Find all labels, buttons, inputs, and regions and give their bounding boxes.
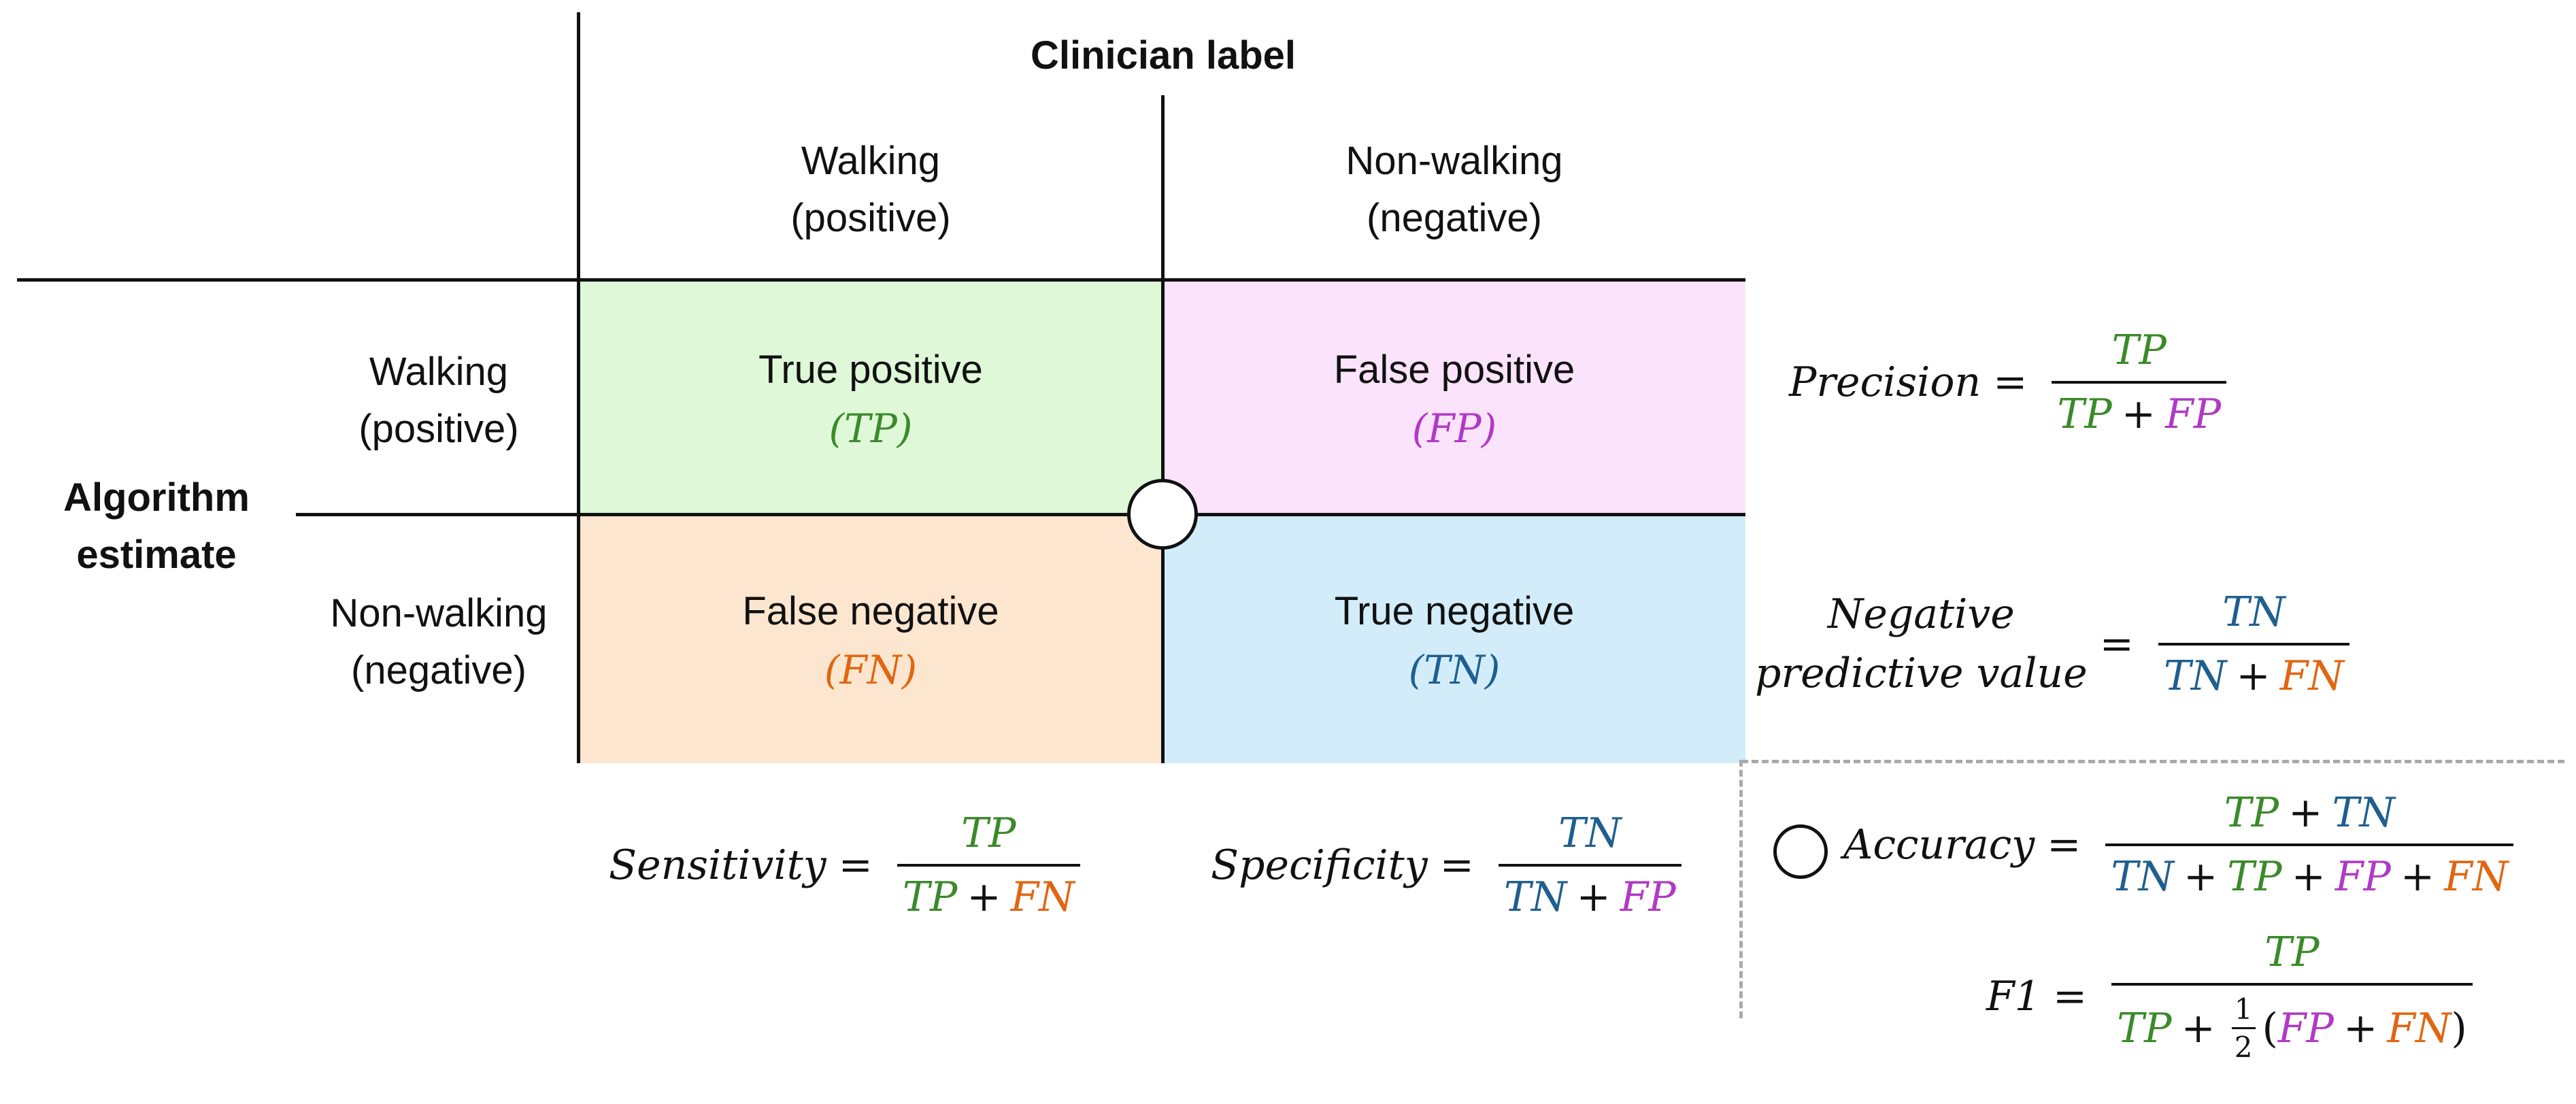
tn-abbr: (TN) <box>1408 647 1501 693</box>
cell-label-fn: False negative (FN) <box>578 582 1163 700</box>
cell-false-positive <box>1163 280 1745 515</box>
sensitivity-formula: Sensitivity = TP TP+FN <box>609 809 1080 921</box>
f1-name: F1 <box>1986 972 2041 1020</box>
row-header-walking: Walking (positive) <box>358 350 519 452</box>
cell-true-positive <box>578 280 1163 515</box>
tp-abbr: (TP) <box>829 405 913 452</box>
precision-name: Precision <box>1789 358 1981 406</box>
divider-center-vertical <box>1161 95 1165 763</box>
specificity-formula: Specificity = TN TN+FP <box>1211 809 1682 921</box>
one-half-fraction: 1 2 <box>2231 992 2256 1064</box>
row-axis-title: Algorithm estimate <box>63 475 250 578</box>
f1-formula: F1 = TP TP+ 1 2 (FP+FN) <box>1986 929 2473 1064</box>
npv-formula: Negative predictive value = TN TN+FN <box>1755 585 2349 703</box>
divider-middle-horizontal <box>296 513 1745 516</box>
accuracy-formula: Accuracy = TP+TN TN+TP+FP+FN <box>1843 789 2514 901</box>
cell-true-negative <box>1163 515 1745 763</box>
divider-left-vertical <box>577 12 580 763</box>
accuracy-circle-marker <box>1127 479 1198 550</box>
cell-label-fp: False positive (FP) <box>1163 340 1745 458</box>
column-axis-title: Clinician label <box>1031 33 1296 78</box>
accuracy-legend-circle <box>1773 824 1828 879</box>
cell-label-tn: True negative (TN) <box>1163 582 1745 700</box>
dashed-divider-vertical <box>1739 760 1743 1018</box>
cell-label-tp: True positive (TP) <box>578 340 1163 458</box>
cell-false-negative <box>578 515 1163 763</box>
column-header-walking: Walking (positive) <box>790 139 951 241</box>
sensitivity-name: Sensitivity <box>609 841 826 889</box>
divider-top-horizontal <box>17 278 1745 282</box>
accuracy-name: Accuracy <box>1843 821 2035 869</box>
precision-formula: Precision = TP TP+FP <box>1789 327 2227 438</box>
column-header-non-walking: Non-walking (negative) <box>1345 139 1563 241</box>
npv-name: Negative predictive value <box>1755 590 2088 697</box>
row-header-non-walking: Non-walking (negative) <box>330 591 548 693</box>
specificity-name: Specificity <box>1211 841 1428 889</box>
fp-abbr: (FP) <box>1411 405 1497 452</box>
dashed-divider-horizontal <box>1741 760 2564 763</box>
fn-abbr: (FN) <box>824 647 918 693</box>
